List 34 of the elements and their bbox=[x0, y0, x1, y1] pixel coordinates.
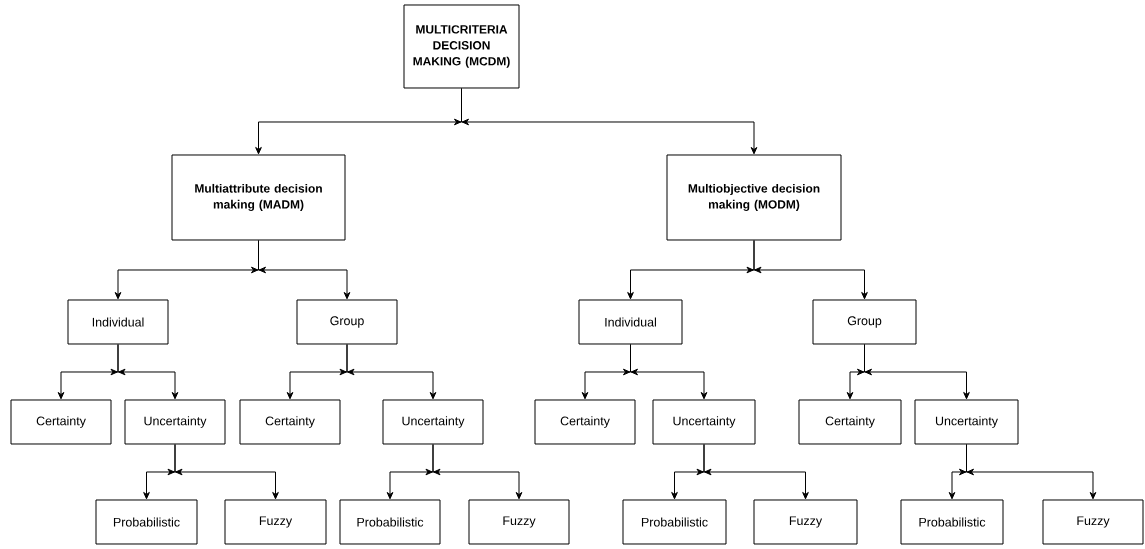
option-box: Uncertainty bbox=[124, 399, 226, 445]
option-box: Certainty bbox=[239, 399, 341, 445]
option-box: Probabilistic bbox=[622, 499, 727, 545]
category-box: Multiobjective decision making (MODM) bbox=[666, 154, 842, 241]
option-box: Fuzzy bbox=[224, 499, 327, 545]
category-box: MULTICRITERIA DECISION MAKING (MCDM) bbox=[403, 4, 520, 89]
option-box: Certainty bbox=[10, 399, 112, 445]
option-box: Fuzzy bbox=[1042, 499, 1144, 545]
connector-arrow bbox=[622, 344, 708, 400]
option-box: Uncertainty bbox=[652, 399, 756, 445]
option-box: Fuzzy bbox=[468, 499, 570, 545]
option-box: Individual bbox=[578, 299, 683, 345]
option-box: Certainty bbox=[798, 399, 902, 445]
option-box: Certainty bbox=[534, 399, 636, 445]
connector-arrow bbox=[746, 240, 868, 300]
option-box: Probabilistic bbox=[95, 499, 198, 545]
connector-arrow bbox=[958, 444, 1097, 500]
connector-arrow bbox=[425, 444, 523, 500]
category-box: Multiattribute decision making (MADM) bbox=[171, 154, 346, 241]
connector-arrow bbox=[339, 344, 437, 400]
connector-arrow bbox=[696, 444, 809, 500]
option-box: Group bbox=[296, 299, 398, 345]
connector-arrow bbox=[110, 344, 179, 400]
option-box: Group bbox=[812, 299, 917, 345]
option-box: Probabilistic bbox=[339, 499, 441, 545]
option-box: Probabilistic bbox=[900, 499, 1004, 545]
connector-arrow bbox=[167, 444, 279, 500]
connector-arrow bbox=[250, 240, 351, 300]
option-box: Uncertainty bbox=[914, 399, 1019, 445]
option-box: Uncertainty bbox=[382, 399, 484, 445]
connector-arrow bbox=[856, 344, 970, 400]
option-box: Fuzzy bbox=[753, 499, 858, 545]
connector-arrow bbox=[453, 88, 758, 155]
option-box: Individual bbox=[67, 299, 169, 345]
